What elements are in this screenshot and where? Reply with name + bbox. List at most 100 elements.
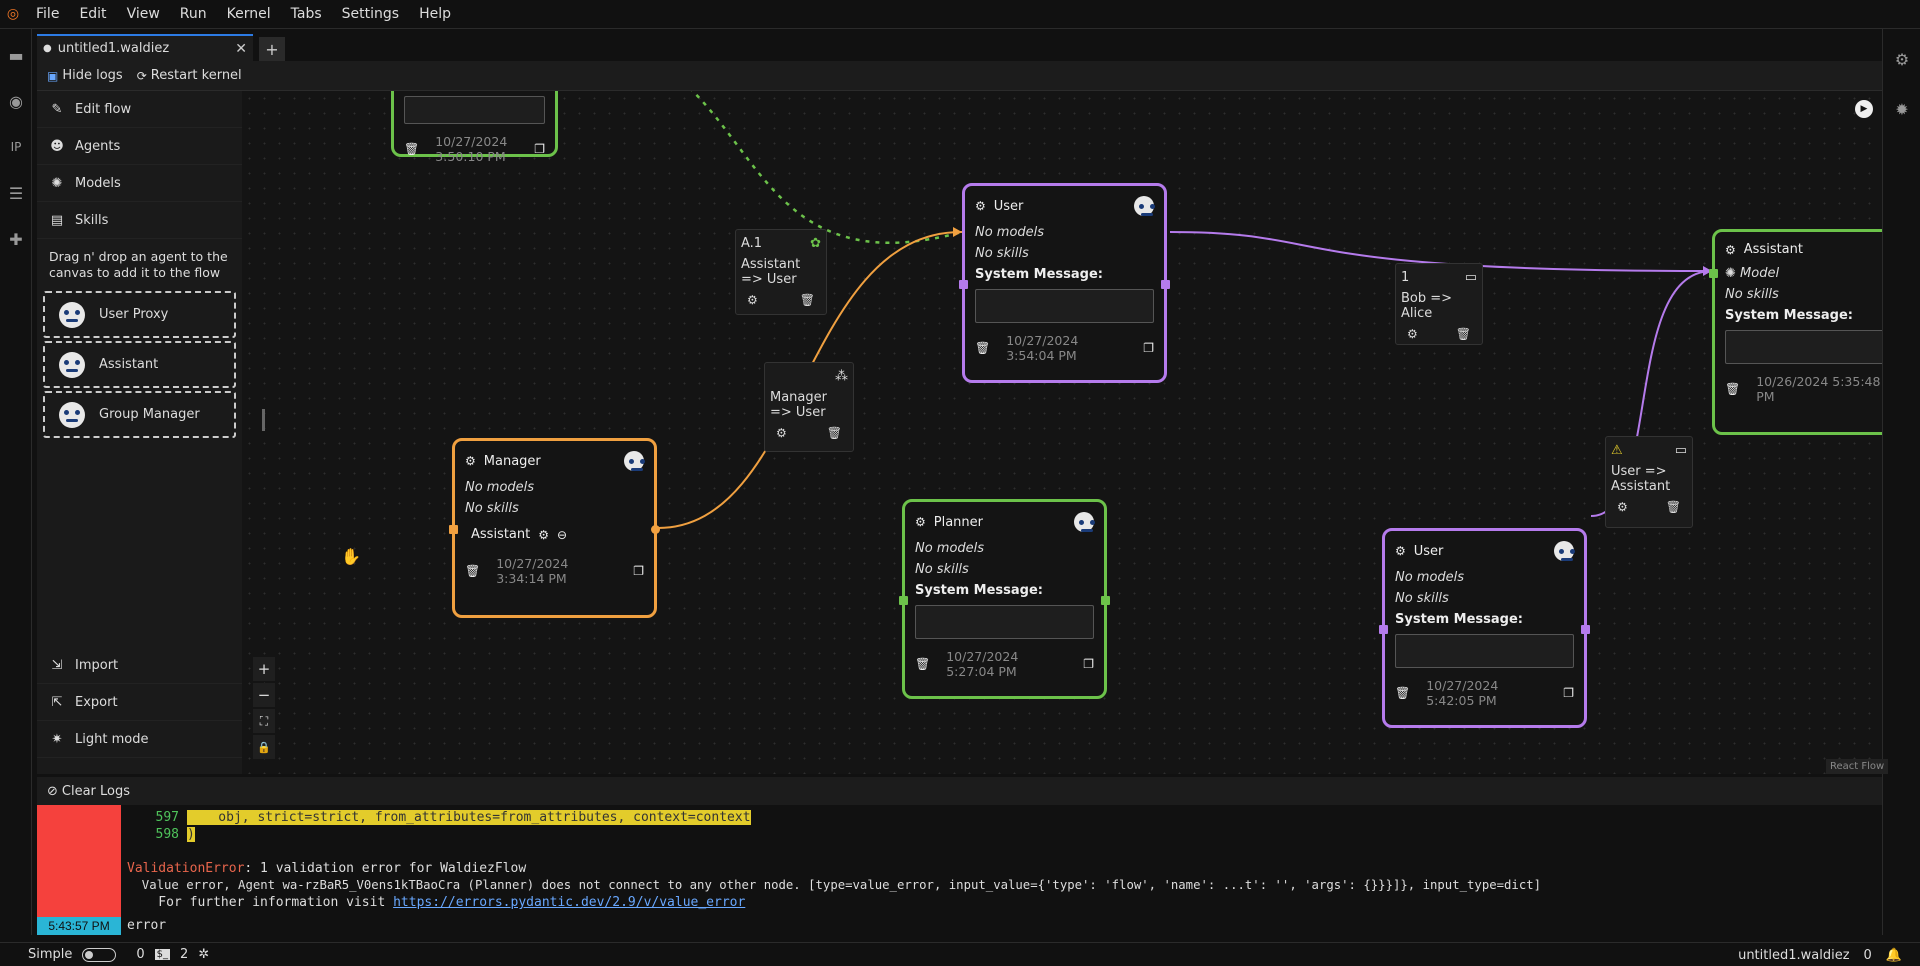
gear-icon[interactable]: ⚙ [975,199,986,213]
trash-icon[interactable]: 🗑 [799,293,815,307]
agent-label: User Proxy [99,307,169,322]
trash-icon[interactable]: 🗑 [826,426,842,440]
drag-group-manager[interactable]: Group Manager [43,391,236,438]
zoom-out-button[interactable]: − [253,683,275,707]
agent-node-user-top[interactable]: ⚙ User No models No skills System Messag… [959,183,1170,383]
table-of-contents-icon[interactable]: ☰ [8,183,24,203]
flow-canvas[interactable]: 🗑 10/27/2024 3:50:10 PM ❐ ⚙ User No mode… [242,91,1882,774]
system-message-input[interactable] [404,96,545,124]
simple-mode-toggle[interactable] [82,947,117,962]
property-settings-icon[interactable]: ⚙ [1894,49,1910,69]
source-handle[interactable] [651,525,660,534]
copy-icon[interactable]: ❐ [1563,686,1574,700]
source-handle[interactable] [1161,280,1170,289]
node-header: ⚙ Planner [905,502,1104,538]
gear-icon[interactable]: ⚙ [1725,242,1736,257]
folder-icon[interactable]: ▬ [8,45,24,65]
sidebar-item-models[interactable]: ✺ Models [37,165,242,202]
menu-run[interactable]: Run [179,5,207,22]
trash-icon[interactable]: 🗑 [404,142,420,156]
bell-icon[interactable]: 🔔 [1885,947,1902,963]
restart-kernel-button[interactable]: ⟳ Restart kernel [137,68,242,83]
add-tab-button[interactable]: + [259,37,285,61]
edge-label-manager-user[interactable]: ⁂ Manager => User ⚙ 🗑 [764,362,854,452]
trash-icon[interactable]: 🗑 [915,657,931,671]
zoom-in-button[interactable]: + [253,657,275,681]
trash-icon[interactable]: 🗑 [1665,500,1681,514]
agent-node-manager[interactable]: ⚙ Manager No models No skills Assistant … [449,438,660,618]
hide-logs-button[interactable]: ▣ Hide logs [47,68,123,83]
agent-node-user-bottom[interactable]: ⚙ User No models No skills System Messag… [1379,528,1590,728]
target-handle[interactable] [959,280,968,289]
gear-icon[interactable]: ⚙ [538,527,549,542]
copy-icon[interactable]: ❐ [1143,341,1154,355]
drag-user-proxy[interactable]: User Proxy [43,291,236,338]
edge-a1[interactable] [682,91,963,244]
target-handle[interactable] [899,596,908,605]
error-link[interactable]: https://errors.pydantic.dev/2.9/v/value_… [393,895,746,910]
gear-icon[interactable]: ⚙ [465,454,476,468]
system-message-input[interactable] [1395,634,1574,668]
menu-help[interactable]: Help [419,5,451,22]
gear-icon[interactable]: ⚙ [776,426,787,440]
system-message-input[interactable] [915,605,1094,639]
kernel-icon[interactable]: ✲ [198,947,210,962]
menu-view[interactable]: View [126,5,160,22]
trash-icon[interactable]: 🗑 [1455,327,1471,341]
edge-label-a1[interactable]: A.1 ✿ Assistant => User ⚙ 🗑 [735,229,827,315]
agent-node-planner[interactable]: ⚙ Planner No models No skills System Mes… [899,499,1110,699]
sidebar-item-edit-flow[interactable]: ✎ Edit flow [37,91,242,128]
gear-icon[interactable]: ⚙ [915,515,926,529]
source-handle[interactable] [1581,625,1590,634]
trash-icon[interactable]: 🗑 [1395,686,1411,700]
run-icon[interactable]: ▶ [1855,100,1873,118]
system-message-input[interactable] [975,289,1154,323]
import-button[interactable]: ⇲ Import [37,647,242,684]
menu-tabs[interactable]: Tabs [290,5,322,22]
source-handle[interactable] [1101,596,1110,605]
target-handle[interactable] [449,525,458,534]
lock-icon[interactable]: 🔒 [253,735,275,759]
warning-icon: ⚠ [1611,442,1623,458]
gear-icon[interactable]: ⚙ [1617,500,1628,514]
sidebar-item-skills[interactable]: ▤ Skills [37,202,242,239]
gear-icon[interactable]: ⚙ [1407,327,1418,341]
fit-view-icon[interactable]: ⛶ [253,709,275,733]
menu-edit[interactable]: Edit [79,5,107,22]
remove-icon[interactable]: ⊖ [557,527,568,542]
menu-kernel[interactable]: Kernel [226,5,271,22]
menu-settings[interactable]: Settings [341,5,400,22]
error-message: : 1 validation error for WaldiezFlow [244,861,527,876]
property-inspector-icon[interactable]: IP [10,140,22,154]
edge-label-footer: ⚙ 🗑 [770,420,848,440]
gear-icon[interactable]: ⚙ [747,293,758,307]
copy-icon[interactable]: ❐ [633,564,644,578]
trash-icon[interactable]: 🗑 [1725,382,1741,396]
copy-icon[interactable]: ❐ [534,142,545,156]
export-button[interactable]: ⇱ Export [37,684,242,721]
close-icon[interactable]: ✕ [235,40,247,57]
light-mode-button[interactable]: ✷ Light mode [37,721,242,758]
target-handle[interactable] [1709,269,1718,278]
react-flow-attribution[interactable]: React Flow [1826,759,1889,774]
agent-node-top-left[interactable]: 🗑 10/27/2024 3:50:10 PM ❐ [391,91,558,164]
agent-node-assistant[interactable]: ⚙ Assistant ✺ Model No skills System Mes… [1709,229,1882,435]
copy-icon[interactable]: ❐ [1083,657,1094,671]
edge-bob-alice[interactable] [1169,231,1713,272]
edge-label-user-assistant[interactable]: ⚠ ▭ User => Assistant ⚙ 🗑 [1605,436,1693,528]
stop-icon[interactable]: ◉ [9,91,23,111]
clear-logs-button[interactable]: Clear Logs [61,783,131,799]
trash-icon[interactable]: 🗑 [465,564,481,578]
target-handle[interactable] [1379,625,1388,634]
extension-icon[interactable]: ✚ [9,229,23,249]
drag-assistant[interactable]: Assistant [43,341,236,388]
edge-label-bob-alice[interactable]: 1 ▭ Bob => Alice ⚙ 🗑 [1395,263,1483,345]
tab-untitled1[interactable]: ● untitled1.waldiez ✕ [37,34,253,61]
menu-file[interactable]: File [36,5,60,22]
gear-icon[interactable]: ⚙ [1395,544,1406,558]
trash-icon[interactable]: 🗑 [975,341,991,355]
debugger-icon[interactable]: ✹ [1895,99,1909,119]
sidebar-item-agents[interactable]: ☻ Agents [37,128,242,165]
sidebar-resize-handle[interactable] [262,409,265,431]
system-message-input[interactable] [1725,330,1882,364]
